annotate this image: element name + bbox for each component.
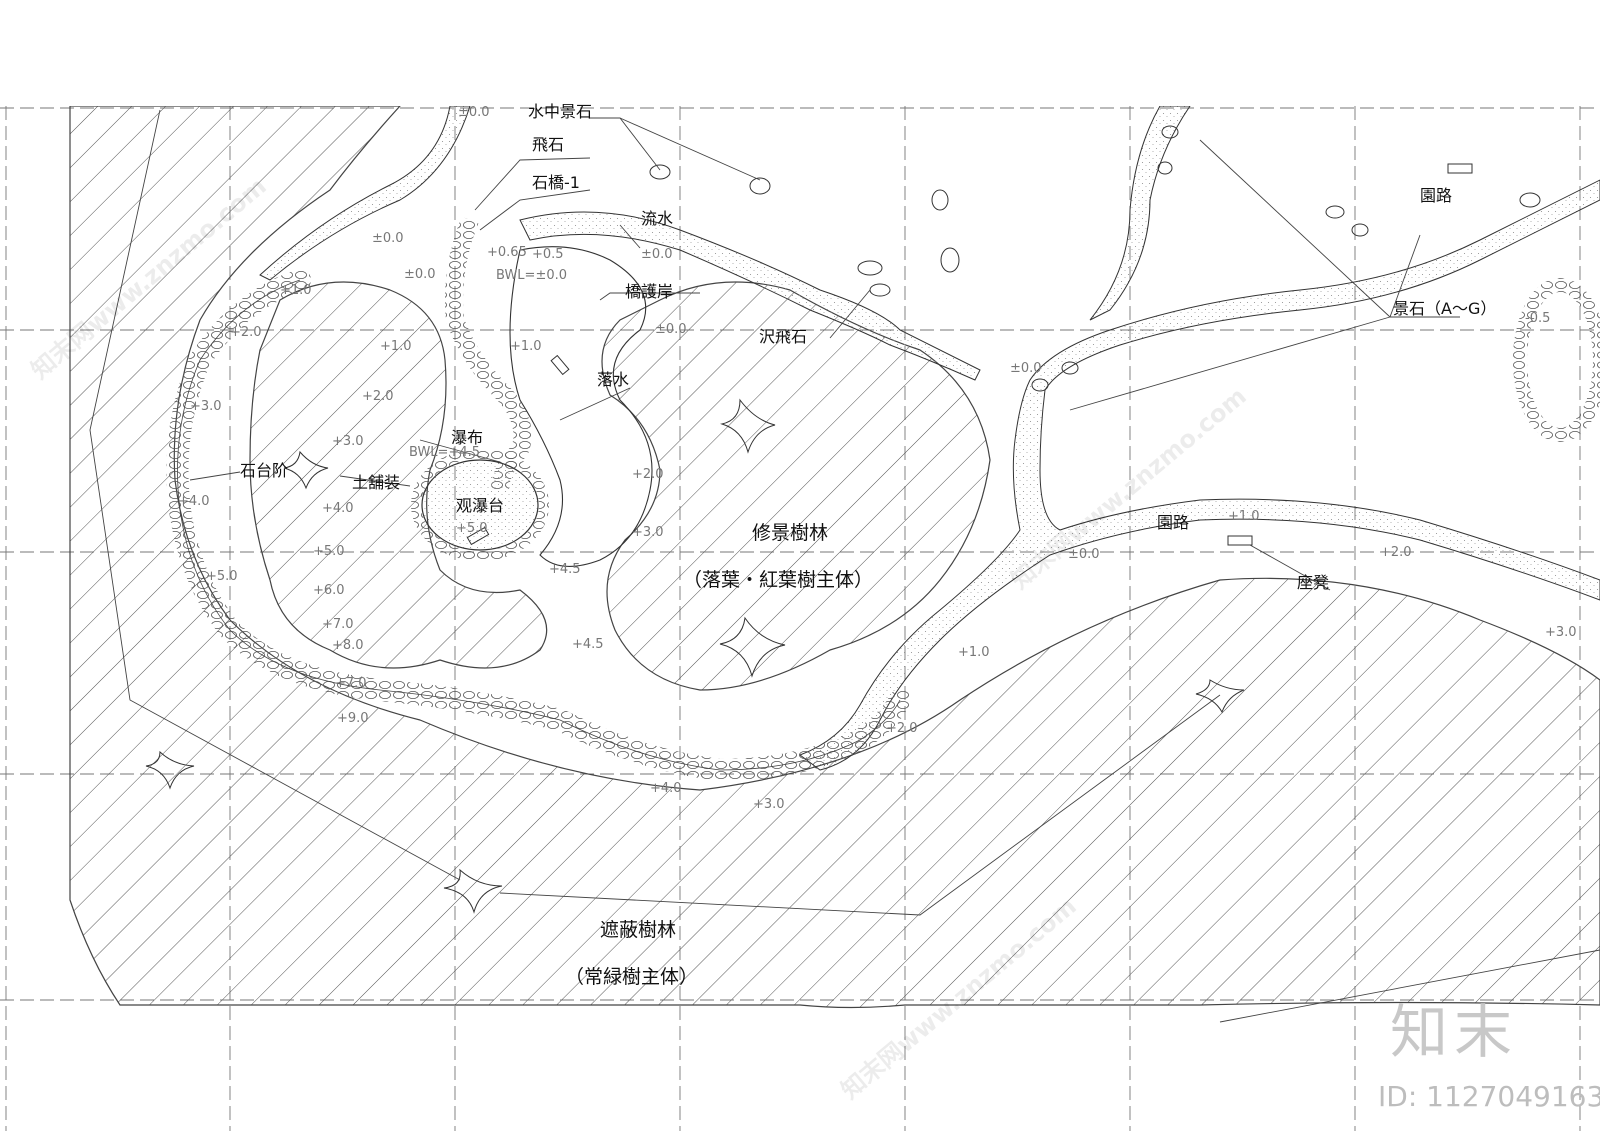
label-stream: 流水 — [641, 209, 673, 228]
elevation: +4.0 — [650, 781, 682, 796]
tree-symbols — [145, 398, 1245, 914]
elevation: +3.0 — [190, 399, 222, 414]
benches — [466, 163, 1473, 546]
elevation: +1.0 — [510, 339, 542, 354]
elevation: +4.0 — [178, 494, 210, 509]
elevation: +2.0 — [886, 721, 918, 736]
label-water-drop: 落水 — [597, 370, 629, 389]
viewing-platform — [421, 459, 539, 551]
elevation: +2.0 — [362, 389, 394, 404]
elevation: +4.5 — [549, 562, 581, 577]
elevation: +8.0 — [332, 638, 364, 653]
elevation: +7.0 — [322, 617, 354, 632]
elevation: +5.0 — [456, 521, 488, 536]
label-bench: 座凳 — [1297, 573, 1329, 592]
elevation: +9.0 — [337, 711, 369, 726]
label-flying-stone: 飛石 — [532, 135, 564, 154]
left-forest-area — [249, 281, 548, 669]
label-garden-path-top: 園路 — [1420, 186, 1452, 205]
label-scenic-stones: 景石（A～G） — [1393, 299, 1496, 318]
label-ornamental-forest: 修景樹林 — [752, 522, 828, 544]
label-marsh-stepping: 沢飛石 — [759, 327, 807, 346]
label-stone-bridge: 石橋-1 — [532, 173, 580, 192]
elevation: +5.0 — [313, 544, 345, 559]
elevation: -0.5 — [1525, 311, 1550, 326]
label-earth-paving: 土舖装 — [352, 473, 400, 492]
elevation: +0.5 — [532, 247, 564, 262]
elevation: +3.0 — [632, 525, 664, 540]
elevation: ±0.0 — [1010, 361, 1042, 376]
label-ornamental-forest-sub: （落葉・紅葉樹主体） — [683, 569, 873, 591]
elevation: +6.0 — [313, 583, 345, 598]
elevation: ±0.0 — [655, 322, 687, 337]
elevation: ±0.0 — [1068, 547, 1100, 562]
elevation: +1.0 — [1228, 509, 1260, 524]
leader-lines — [89, 109, 1600, 1023]
label-screen-forest: 遮蔽樹林 — [600, 919, 676, 941]
label-screen-forest-sub: （常緑樹主体） — [565, 966, 698, 988]
garden-path-west — [259, 106, 471, 281]
label-water-stone: 水中景石 — [528, 102, 592, 121]
elevation: ±0.0 — [404, 267, 436, 282]
elevation: +2.0 — [1380, 545, 1412, 560]
elevation: +5.0 — [206, 569, 238, 584]
stepping-stones — [649, 125, 1541, 392]
elevation: +2.0 — [230, 325, 262, 340]
elevation: +1.0 — [380, 339, 412, 354]
garden-path-north — [1089, 106, 1191, 321]
watermark-id: ID: 1127049163 — [1378, 1080, 1600, 1113]
elevation: ±0.0 — [458, 105, 490, 120]
elevation: +3.0 — [332, 434, 364, 449]
scenic-rock-cluster — [1513, 278, 1600, 442]
label-waterfall: 瀑布 — [451, 428, 483, 447]
label-bwl-2: BWL=+4.5 — [409, 445, 480, 460]
elevation: +3.0 — [1545, 625, 1577, 640]
elevation: +1.0 — [280, 283, 312, 298]
stream-channel — [519, 211, 981, 381]
label-viewing-platform: 观瀑台 — [456, 496, 504, 515]
watermark-logo: 知末 — [1390, 998, 1518, 1066]
elevation: +2.0 — [632, 467, 664, 482]
elevation: +7.0 — [335, 676, 367, 691]
label-garden-path-mid: 園路 — [1157, 513, 1189, 532]
elevation: +3.0 — [753, 797, 785, 812]
elevation: +1.0 — [958, 645, 990, 660]
label-stone-steps: 石台阶 — [240, 461, 288, 480]
plan-labels: 水中景石 飛石 石橋-1 流水 橋護岸 沢飛石 落水 瀑布 土舖装 石台阶 观瀑… — [240, 102, 1496, 988]
elevation-marks: ±0.0 ±0.0 ±0.0 +0.65 +0.5 ±0.0 ±0.0 +1.0… — [178, 105, 1577, 812]
elevation: ±0.0 — [641, 247, 673, 262]
elevation: +4.0 — [322, 501, 354, 516]
pond — [509, 246, 653, 567]
elevation: +0.65 — [487, 245, 527, 260]
label-bwl-1: BWL=±0.0 — [496, 268, 567, 283]
elevation: +4.5 — [572, 637, 604, 652]
label-bridge-revetment: 橋護岸 — [625, 282, 673, 301]
elevation: ±0.0 — [372, 231, 404, 246]
